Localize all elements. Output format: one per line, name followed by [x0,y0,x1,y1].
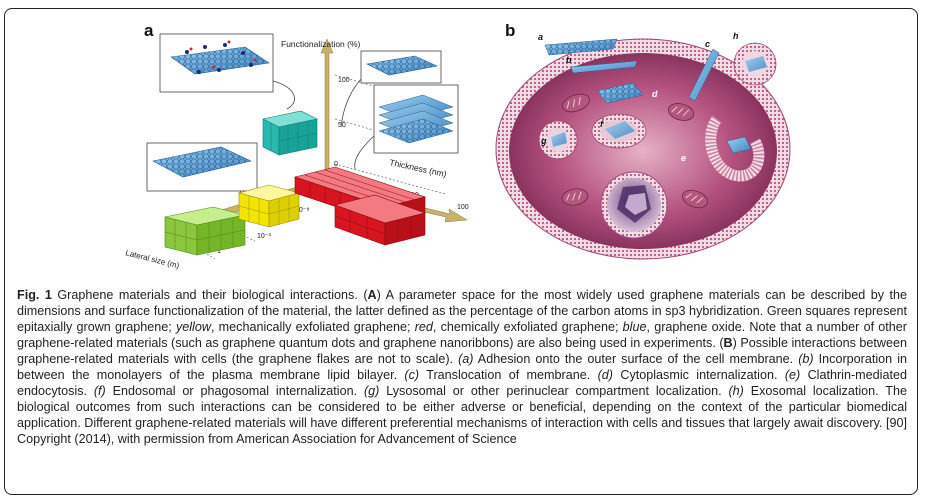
interaction-markers: a b c d e f g h [538,31,739,163]
panel-a-chart: Functionalization (%) Thickness (nm) Lat… [125,33,469,270]
graphene-sheets [544,38,752,154]
callout-oxide [159,33,274,93]
green-block [164,206,246,256]
marker-c: c [705,39,710,49]
func-tick-100: 100 [338,77,350,84]
marker-d: d [652,89,658,99]
thick-tick-100: 100 [457,204,469,211]
yellow-block [237,184,301,228]
thickness-axis-label: Thickness (nm) [389,157,448,179]
panel-a-label: a [144,21,154,40]
marker-e: e [681,153,686,163]
figure-illustration: Functionalization (%) Thickness (nm) Lat… [125,31,791,270]
lateral-axis-label: Lateral size (m) [125,248,181,270]
panel-b-label: b [505,21,516,40]
functionalization-axis [320,38,334,188]
marker-h: h [733,31,739,41]
marker-a: a [538,32,543,42]
figure-number: Fig. 1 [17,288,52,302]
red-block [293,166,427,246]
marker-g: g [540,136,547,146]
callout-monolayer [146,142,258,192]
panel-b-cell: a b c d e f g h [495,31,791,260]
marker-b: b [566,55,572,65]
lateral-tick-1e-3: 10⁻³ [257,233,271,240]
figure-frame: a b [4,8,918,495]
callout-multilayer [373,84,459,154]
figure-caption: Fig. 1 Graphene materials and their biol… [17,288,908,446]
func-tick-50: 50 [338,122,346,129]
mitochondria [561,93,708,209]
functionalization-axis-label: Functionalization (%) [281,39,361,49]
teal-block [262,110,318,156]
callout-bilayer [360,50,442,84]
marker-f: f [600,119,604,129]
lateral-tick-1e-8: 10⁻⁸ [295,207,309,214]
lateral-tick-1: 1 [217,248,221,255]
